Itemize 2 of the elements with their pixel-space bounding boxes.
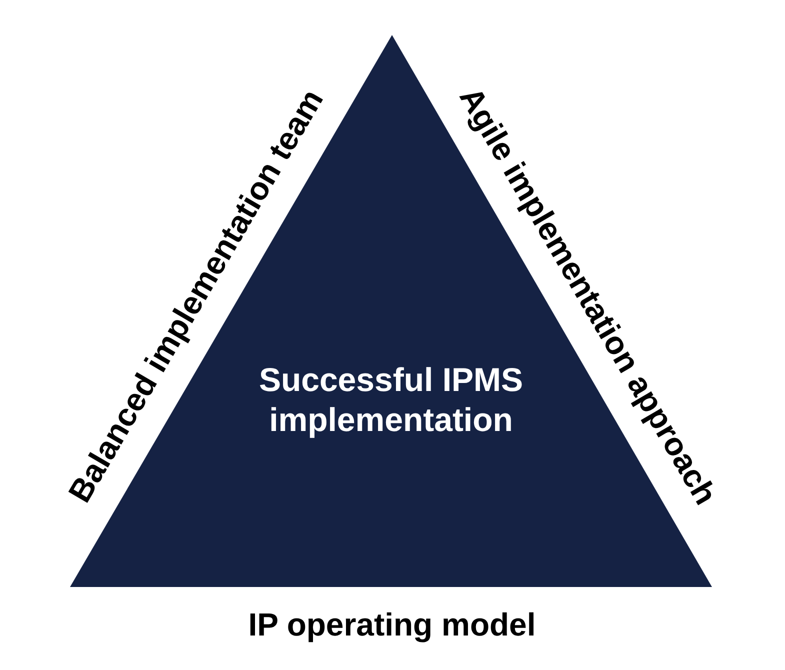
triangle-shape (70, 35, 712, 587)
side-label: IP operating model (248, 606, 536, 644)
